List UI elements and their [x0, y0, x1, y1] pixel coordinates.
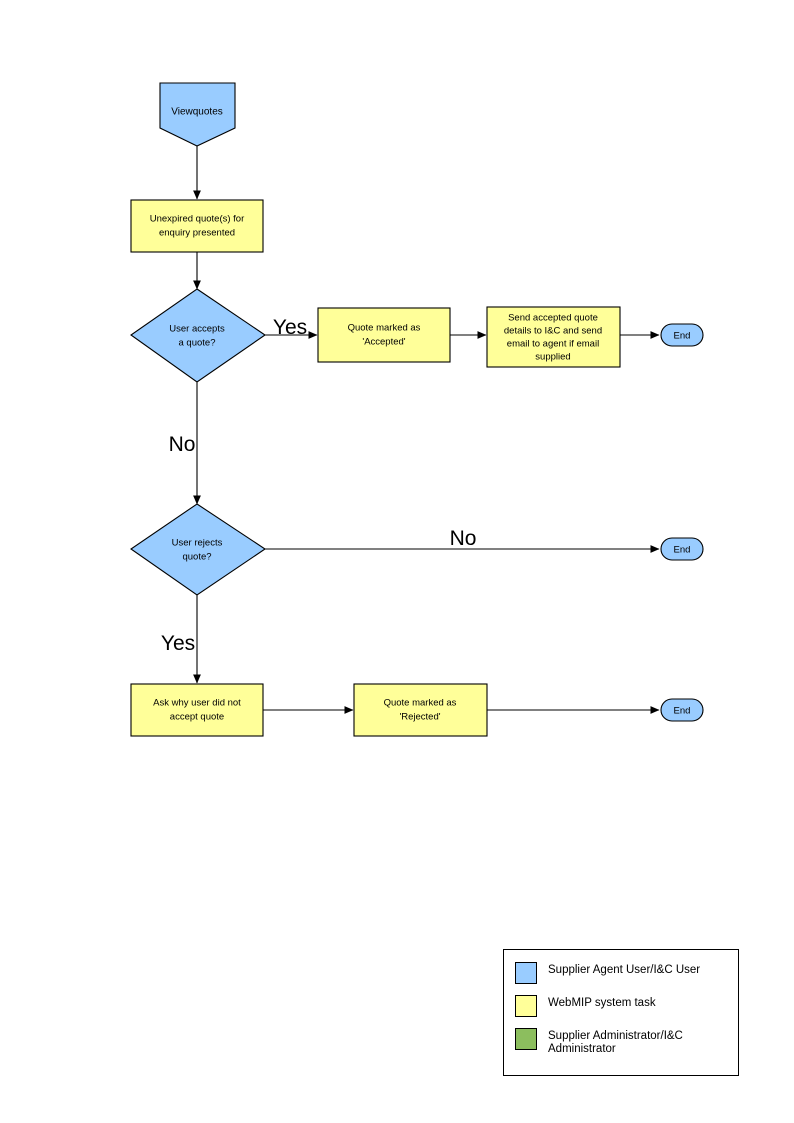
node-unexpired-quotes[interactable]: Unexpired quote(s) for enquiry presented: [130, 199, 264, 253]
node-decision-user-accepts[interactable]: User accepts a quote?: [130, 288, 266, 383]
node-decision-user-rejects[interactable]: User rejects quote?: [130, 503, 266, 596]
node-ask-why-not-accepted[interactable]: Ask why user did not accept quote: [130, 683, 264, 737]
start-pentagon-shape: [159, 82, 236, 147]
node-start-label: Viewquotes: [171, 107, 223, 118]
send-details-label-line2: details to I&C and send: [504, 326, 602, 337]
quote-accepted-label-line1: Quote marked as: [348, 323, 421, 334]
end-2-terminator: [660, 537, 704, 561]
node-quote-marked-rejected[interactable]: Quote marked as 'Rejected': [353, 683, 488, 737]
legend-swatch-yellow: [515, 995, 537, 1017]
node-end-2[interactable]: End: [660, 537, 704, 561]
quote-accepted-label-line2: 'Accepted': [362, 337, 405, 348]
quote-rejected-label-line1: Quote marked as: [384, 698, 457, 709]
node-end-1[interactable]: End: [660, 323, 704, 347]
legend-label-supplier-agent: Supplier Agent User/I&C User: [548, 964, 701, 976]
legend-item-webmip-task: WebMIP system task: [504, 994, 738, 1017]
end-1-terminator: [660, 323, 704, 347]
ask-why-box: [130, 683, 264, 737]
send-details-label-line3: email to agent if email: [507, 339, 599, 350]
edge-label-rejects-yes: Yes: [161, 632, 195, 655]
quote-rejected-box: [353, 683, 488, 737]
user-accepts-label-line2: a quote?: [179, 338, 216, 349]
edge-label-accepts-yes: Yes: [273, 316, 307, 339]
send-details-label-line4: supplied: [535, 352, 570, 363]
send-details-label-line1: Send accepted quote: [508, 313, 598, 324]
legend-panel: Supplier Agent User/I&C User WebMIP syst…: [503, 949, 739, 1076]
end-1-label: End: [674, 331, 691, 342]
user-rejects-diamond: [130, 503, 266, 596]
node-send-accepted-details[interactable]: Send accepted quote details to I&C and s…: [486, 306, 621, 368]
unexpired-quotes-label-line1: Unexpired quote(s) for: [150, 214, 245, 225]
unexpired-quotes-label-line2: enquiry presented: [159, 228, 235, 239]
legend-item-supplier-agent: Supplier Agent User/I&C User: [504, 961, 738, 984]
unexpired-quotes-box: [130, 199, 264, 253]
legend-label-webmip-task: WebMIP system task: [548, 997, 656, 1009]
ask-why-label-line2: accept quote: [170, 712, 224, 723]
legend-swatch-green: [515, 1028, 537, 1050]
quote-accepted-box: [317, 307, 451, 363]
user-rejects-label-line2: quote?: [182, 552, 211, 563]
node-end-3[interactable]: End: [660, 698, 704, 722]
legend-item-supplier-administrator: Supplier Administrator/I&C Administrator: [504, 1027, 738, 1056]
end-2-label: End: [674, 545, 691, 556]
user-accepts-label-line1: User accepts: [169, 324, 225, 335]
node-start[interactable]: Viewquotes: [159, 82, 236, 147]
node-quote-marked-accepted[interactable]: Quote marked as 'Accepted': [317, 307, 451, 363]
send-details-box: [486, 306, 621, 368]
edge-label-accepts-no: No: [169, 433, 196, 456]
quote-rejected-label-line2: 'Rejected': [399, 712, 440, 723]
user-accepts-diamond: [130, 288, 266, 383]
end-3-label: End: [674, 706, 691, 717]
end-3-terminator: [660, 698, 704, 722]
legend-swatch-blue: [515, 962, 537, 984]
edge-label-rejects-no: No: [450, 527, 477, 550]
user-rejects-label-line1: User rejects: [172, 538, 223, 549]
ask-why-label-line1: Ask why user did not: [153, 698, 241, 709]
legend-label-supplier-administrator: Supplier Administrator/I&C Administrator: [548, 1030, 683, 1055]
